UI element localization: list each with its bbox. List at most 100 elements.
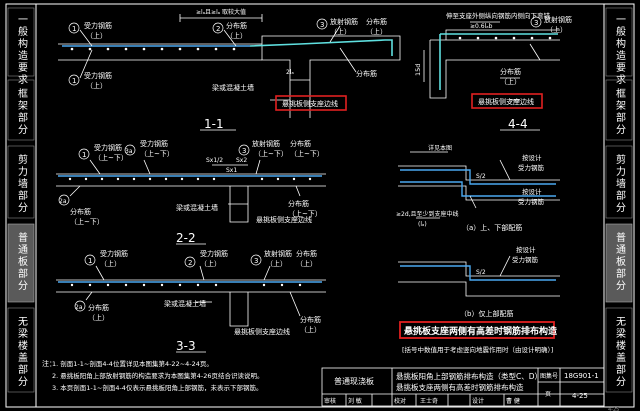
svg-text:受力钢筋: 受力钢筋: [518, 197, 545, 206]
circle-1-label: 1: [72, 25, 76, 33]
tb-page-no: 4-25: [572, 392, 588, 400]
tb-jiao-name: 王士奇: [420, 397, 438, 405]
svg-text:（上~下）: （上~下）: [290, 149, 324, 158]
side-tab-frame-r[interactable]: 框架部分: [614, 87, 626, 136]
support-line-label-4: 悬挑板侧支座边线: [478, 97, 534, 106]
side-tab-slab[interactable]: 普通板部分: [16, 231, 28, 292]
svg-text:放射钢筋: 放射钢筋: [264, 249, 292, 258]
title-block: [321, 367, 605, 407]
svg-text:3: 3: [254, 257, 258, 265]
svg-text:受力钢筋: 受力钢筋: [518, 163, 545, 172]
svg-text:(lₐ): (lₐ): [418, 221, 427, 228]
side-tab-shearwall[interactable]: 剪力墙部分: [16, 153, 28, 214]
side-15d: 15d: [414, 64, 422, 76]
svg-text:分布筋: 分布筋: [88, 303, 109, 312]
svg-text:分布筋: 分布筋: [290, 139, 311, 148]
section-3-3: [56, 265, 326, 353]
highlight-box-1: [275, 95, 347, 111]
sheet-border: [5, 3, 635, 408]
svg-text:S/2: S/2: [476, 173, 486, 180]
svg-text:（上）: （上）: [88, 313, 109, 322]
tb-jiao: 校对: [394, 397, 406, 405]
sub-detail-a: [398, 151, 560, 219]
sub-caption-b: （b）仅上部配筋: [460, 309, 513, 318]
highlight-caption-box: [399, 321, 555, 339]
svg-text:2: 2: [188, 259, 192, 267]
fenbu-label-b: 分布筋: [366, 17, 387, 26]
support-line-label-3: 悬挑板侧支座边线: [234, 327, 290, 336]
tb-title-1: 悬挑板阳角上部钢筋排布构造（类型C、D）: [396, 371, 542, 381]
side-tab-frame[interactable]: 框架部分: [16, 87, 28, 136]
side-tab-shearwall-r[interactable]: 剪力墙部分: [614, 153, 626, 214]
fangshe-label-4: 放射钢筋: [544, 15, 572, 24]
svg-text:受力钢筋: 受力钢筋: [100, 249, 128, 258]
title-block-text: 普通现浇板 悬挑板阳角上部钢筋排布构造（类型C、D） 悬挑板支座两侧有高差时钢筋…: [324, 371, 599, 405]
shoulijin-label-1: 受力钢筋: [84, 21, 112, 30]
svg-text:（上）: （上）: [86, 81, 107, 90]
svg-text:受力钢筋: 受力钢筋: [140, 139, 168, 148]
section-title-1-1: 1-1: [204, 117, 224, 131]
side-tab-active-bg: [7, 223, 35, 303]
svg-text:（上）: （上）: [330, 27, 351, 36]
svg-text:分布筋: 分布筋: [70, 207, 91, 216]
svg-text:放射钢筋: 放射钢筋: [252, 139, 280, 148]
svg-text:3: 3: [242, 147, 246, 155]
svg-text:（上）: （上）: [366, 27, 387, 36]
liang-label-1: 梁或混凝土墙: [212, 83, 254, 92]
svg-text:3: 3: [534, 19, 538, 27]
note-2: 2. 悬挑板阳角上部放射钢筋的构造要求为本图集第4-26页结合识读说明。: [52, 371, 264, 380]
anchor-dim-label: ≥lₐ且≥lₐ 取较大值: [196, 8, 246, 16]
sub-detail-b: [398, 255, 560, 297]
section-2-2: [56, 159, 326, 245]
highlight-note: [括号中数值用于考虑竖向地震作用时（由设计明确）]: [402, 345, 553, 354]
liang-label-3: 梁或混凝土墙: [164, 299, 206, 308]
section-title-4-4: 4-4: [508, 117, 528, 131]
svg-text:≥2d,且至少到支座中线: ≥2d,且至少到支座中线: [396, 210, 459, 218]
svg-text:（上~下）: （上~下）: [70, 217, 104, 226]
highlight-box-4: [471, 93, 543, 109]
highlight-caption: 悬挑板支座两侧有高差时钢筋排布构造: [403, 325, 558, 337]
side-tab-flatslab-r[interactable]: 无梁楼盖部分: [614, 316, 626, 388]
section-2-2-labels: 1 受力钢筋 （上~下） 3a 受力钢筋 （上~下） 3 放射钢筋 （上~下） …: [58, 139, 324, 245]
svg-text:（上）: （上）: [546, 25, 567, 34]
left-side-tabs: 一般构造要求 框架部分 剪力墙部分 普通板部分 无梁楼盖部分: [7, 7, 35, 393]
sub-detail-a-labels: 详见本图 按设计 受力钢筋 S/2 按设计 受力钢筋 ≥2d,且至少到支座中线 …: [396, 144, 545, 232]
side-tab-slab-r[interactable]: 普通板部分: [614, 231, 626, 292]
top-44-dim: ≥0.6lₐb: [470, 23, 493, 30]
side-tab-general[interactable]: 一般构造要求: [16, 14, 28, 86]
svg-text:（上）: （上）: [200, 259, 221, 268]
notes-title: 注：: [42, 359, 56, 368]
section-1-1-labels: ≥lₐ且≥lₐ 取较大值 1 受力钢筋 （上） 1 受力钢筋 （上） 2 分布筋…: [68, 8, 387, 131]
tb-category: 普通现浇板: [334, 376, 374, 386]
fangshe-label: 放射钢筋: [330, 17, 358, 26]
svg-text:2a: 2a: [75, 304, 83, 311]
svg-text:（上）: （上）: [300, 325, 321, 334]
note-3: 3. 本页剖面1-1~剖面4-4仅表示悬挑板阳角上部钢筋，未表示下部钢筋。: [52, 383, 262, 392]
svg-text:2: 2: [216, 25, 220, 33]
support-line-label-2: 悬挑板侧支座边线: [256, 215, 312, 224]
svg-text:分布筋: 分布筋: [296, 249, 317, 258]
svg-text:（上~下）: （上~下）: [254, 149, 288, 158]
svg-text:按设计: 按设计: [516, 245, 536, 254]
section-1-1: [58, 14, 401, 131]
shoulijin-label-2: 受力钢筋: [84, 71, 112, 80]
dim-2la: 2lₐ: [286, 69, 294, 76]
svg-text:（上~下）: （上~下）: [94, 153, 128, 162]
notes-block: 注： 1. 剖面1-1~剖面4-4位置详见本图集第4-22~4-24页。 2. …: [42, 359, 264, 392]
svg-text:受力钢筋: 受力钢筋: [512, 255, 539, 264]
side-tab-general-r[interactable]: 一般构造要求: [614, 14, 626, 86]
fenbu-label: 分布筋: [226, 21, 247, 30]
side-tab-flatslab[interactable]: 无梁楼盖部分: [16, 316, 28, 388]
top-44-text: 伸至支座外侧纵向钢筋内侧向下弯锚: [446, 11, 551, 20]
sub-caption-a: （a）上、下部配筋: [462, 223, 522, 232]
svg-text:（上~下）: （上~下）: [288, 209, 322, 218]
svg-text:（上）: （上）: [86, 31, 107, 40]
sub-detail-b-labels: 按设计 受力钢筋 S/2 （b）仅上部配筋: [460, 245, 539, 318]
svg-text:Sx1/2: Sx1/2: [206, 157, 223, 164]
svg-text:Sx1: Sx1: [226, 167, 237, 174]
section-4-4: [423, 21, 560, 131]
fenbu-label-c: 分布筋: [356, 69, 377, 78]
support-line-label-1: 悬挑板侧支座边线: [282, 99, 338, 108]
